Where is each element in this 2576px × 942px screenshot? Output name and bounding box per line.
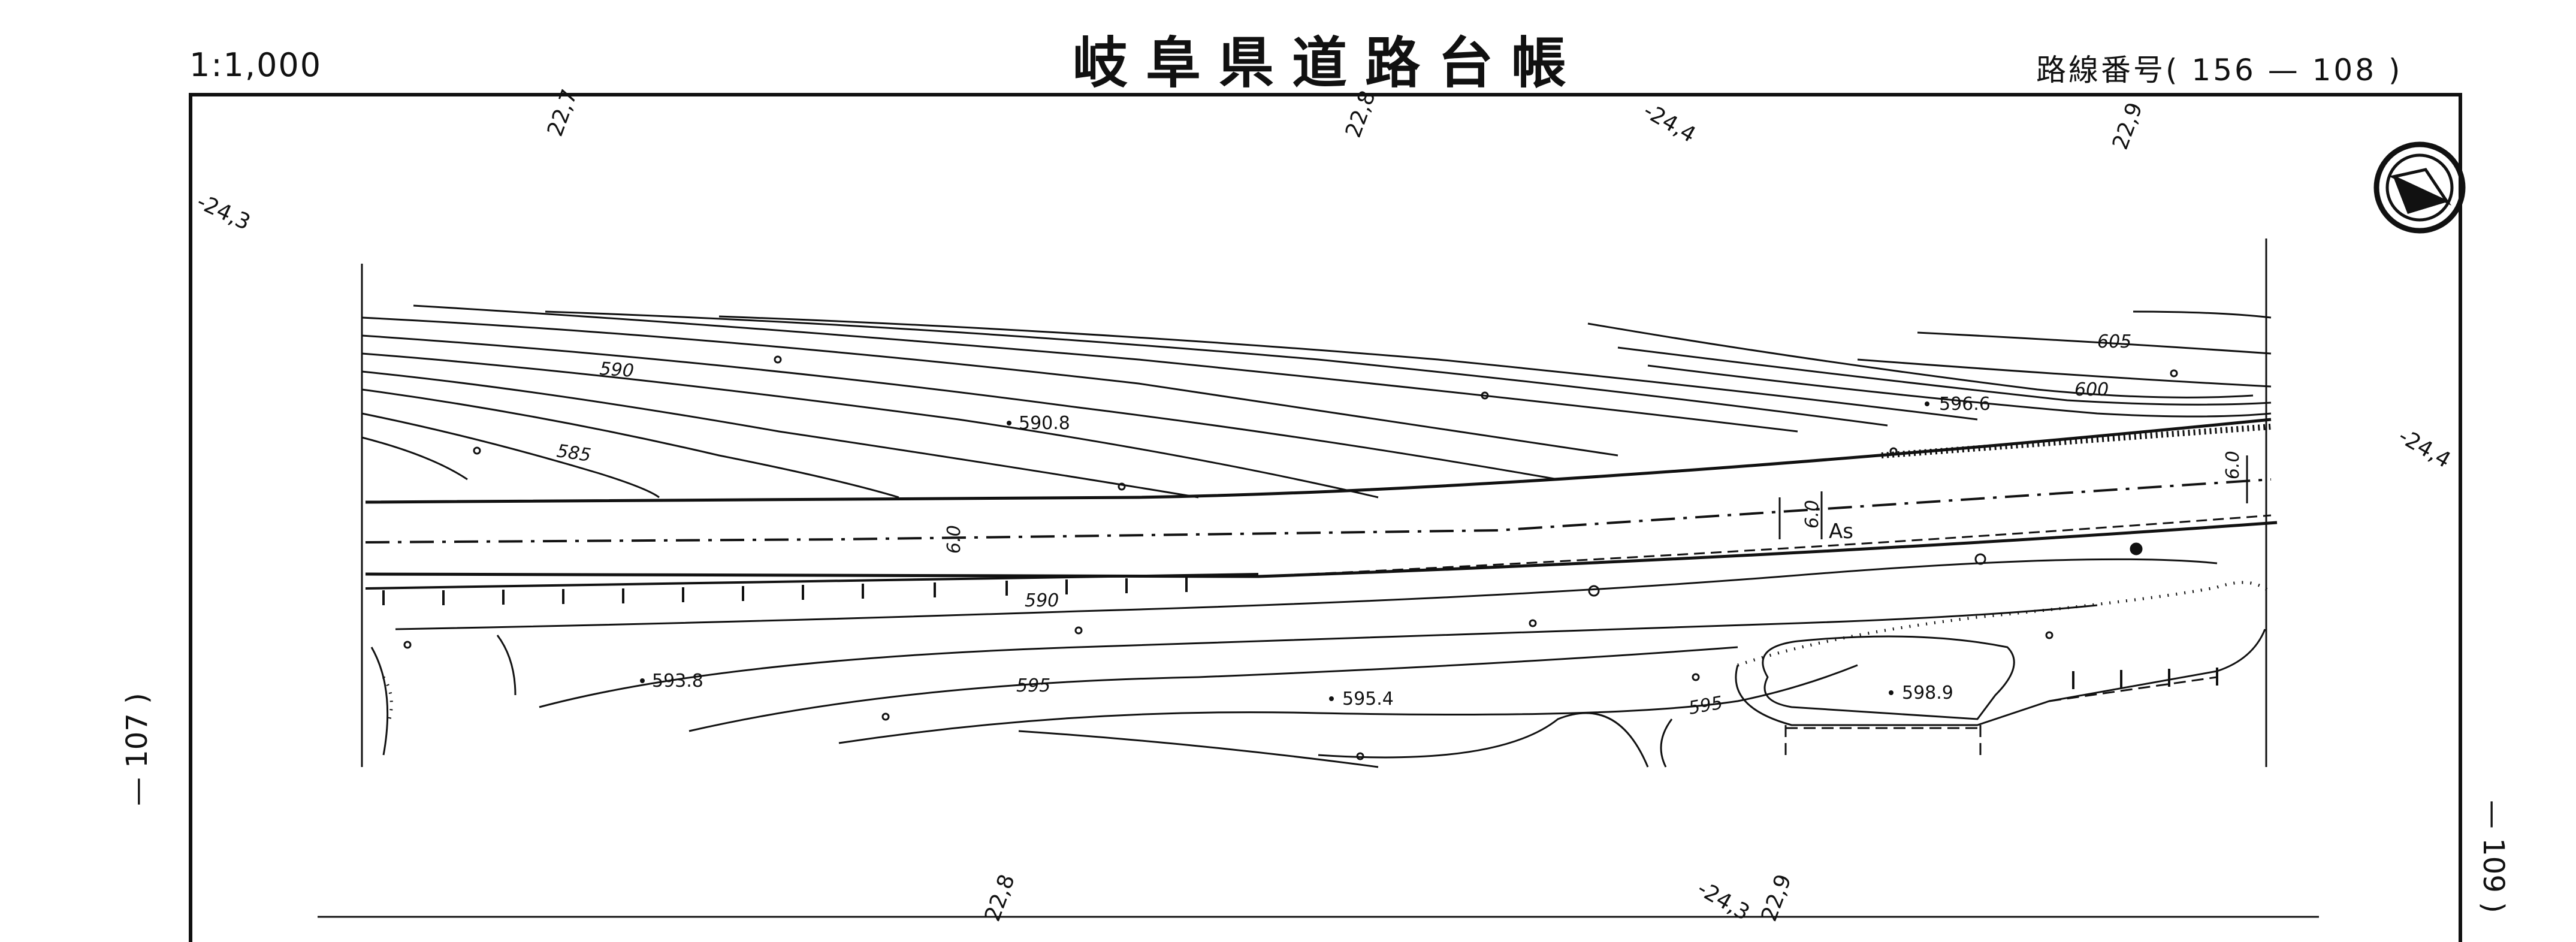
spot-height-label: 593.8 bbox=[652, 671, 703, 692]
spot-height-label: 598.9 bbox=[1902, 683, 1953, 704]
contour-lines-lower bbox=[370, 558, 2266, 768]
border-mark: -24,4 bbox=[1639, 98, 1700, 147]
contour-labels: 590 585 590 595 595 600 605 6.0 6.0 6.0 bbox=[555, 331, 2243, 719]
north-arrow-icon bbox=[2373, 141, 2466, 234]
dashed-structure bbox=[1784, 676, 2218, 761]
contour-label: 6.0 bbox=[1802, 500, 1823, 529]
spot-height-marker bbox=[1889, 690, 1894, 695]
spot-height-marker bbox=[640, 678, 645, 683]
road-width-arrows bbox=[1778, 455, 2248, 539]
border-mark: -24,3 bbox=[193, 189, 254, 236]
survey-boundary bbox=[318, 238, 2319, 918]
spot-height-marker bbox=[1925, 401, 1929, 406]
spot-height-marker bbox=[1007, 421, 1011, 425]
map-scale: 1:1,000 bbox=[189, 46, 322, 84]
contour-label: 6.0 bbox=[2222, 451, 2243, 479]
contour-label: 600 bbox=[2074, 379, 2109, 400]
spot-heights: 590.8 596.6 593.8 595.4 598.9 bbox=[640, 394, 1991, 709]
contour-label: 605 bbox=[2097, 331, 2131, 352]
contour-label: 590 bbox=[1025, 590, 1059, 611]
contour-lines bbox=[361, 304, 2272, 499]
spot-height-label: 590.8 bbox=[1019, 413, 1070, 434]
contour-label: 595 bbox=[1016, 675, 1050, 696]
border-marks: 22,7 22,8 -24,4 22,9 -24,3 -24,4 22,8 -2… bbox=[193, 86, 2454, 926]
point-features bbox=[403, 355, 2178, 760]
spot-height-label: 595.4 bbox=[1342, 689, 1394, 709]
sheet-frame bbox=[189, 93, 2462, 942]
page-title: 岐阜県道路台帳 bbox=[1073, 31, 1585, 95]
route-label: 路線番号 bbox=[2036, 53, 2166, 87]
border-mark: -24,3 bbox=[1693, 876, 1754, 925]
embankment-ticks bbox=[382, 577, 2218, 689]
contour-label: 6.0 bbox=[944, 525, 965, 554]
spot-height-marker bbox=[1329, 696, 1334, 701]
pavement-label: As bbox=[1829, 520, 1853, 544]
route-number: 路線番号( 156 — 108 ) bbox=[2036, 55, 2402, 85]
border-mark: -24,4 bbox=[2394, 424, 2455, 473]
contour-label: 585 bbox=[555, 440, 593, 466]
road bbox=[365, 418, 2278, 590]
border-mark: 22,9 bbox=[2108, 99, 2148, 153]
route-value: ( 156 — 108 ) bbox=[2166, 53, 2403, 87]
contour-label: 595 bbox=[1687, 692, 1724, 718]
spot-height-label: 596.6 bbox=[1939, 394, 1991, 415]
contour-label: 590 bbox=[599, 358, 635, 382]
